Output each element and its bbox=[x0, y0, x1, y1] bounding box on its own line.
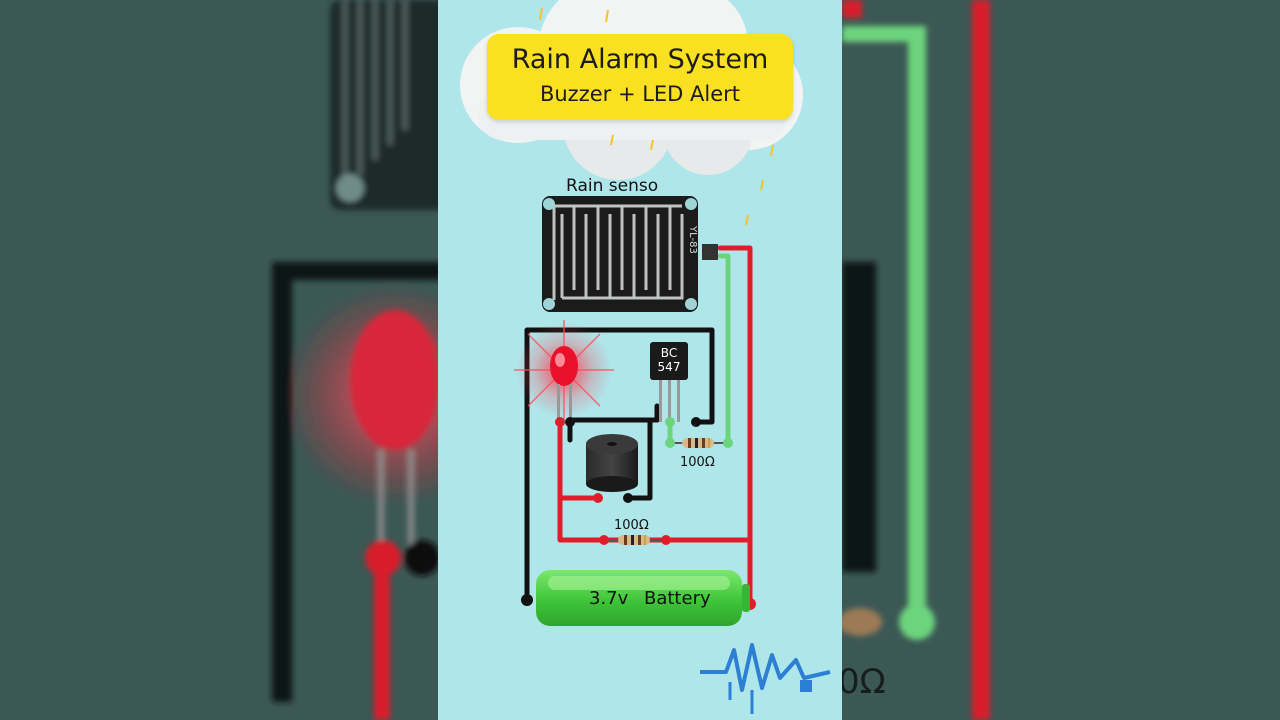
resistor-2 bbox=[618, 535, 650, 545]
black-wire-main bbox=[524, 327, 715, 603]
background-right-blur: 0Ω bbox=[842, 0, 1280, 720]
rain-sensor-label: Rain senso bbox=[566, 176, 659, 196]
right-blur-art bbox=[842, 0, 990, 720]
red-wire-right bbox=[717, 245, 753, 607]
waveform-circuit-logo-icon bbox=[700, 643, 831, 714]
battery-label: Battery bbox=[644, 588, 711, 609]
buzzer bbox=[586, 434, 638, 492]
sensor-board-text: YL-83 bbox=[687, 225, 698, 254]
transistor-label-line1: BC bbox=[661, 346, 677, 360]
transistor-label-line2: 547 bbox=[658, 360, 681, 374]
page-subtitle: Buzzer + LED Alert bbox=[539, 82, 741, 106]
circuit-panel: YL-83 BC 547 bbox=[438, 0, 842, 720]
red-wire-bottom bbox=[557, 495, 751, 543]
battery-voltage-label: 3.7v bbox=[589, 588, 629, 609]
background-left-blur bbox=[0, 0, 438, 720]
battery bbox=[536, 570, 750, 626]
junction-dots bbox=[521, 417, 756, 610]
green-wire bbox=[717, 253, 731, 446]
black-wire-buzzer-2 bbox=[625, 417, 660, 501]
resistor-1-label: 100Ω bbox=[680, 455, 715, 470]
transistor-bc547: BC 547 bbox=[650, 342, 688, 422]
side-resistor-label: 0Ω bbox=[842, 662, 886, 702]
page-title: Rain Alarm System bbox=[511, 44, 769, 75]
resistor-1 bbox=[682, 438, 714, 448]
title-banner: Rain Alarm System Buzzer + LED Alert bbox=[487, 34, 793, 120]
red-led bbox=[514, 320, 614, 420]
rain-sensor-board: YL-83 bbox=[542, 196, 718, 312]
resistor-2-label: 100Ω bbox=[614, 518, 649, 533]
left-blur-art bbox=[272, 0, 438, 720]
